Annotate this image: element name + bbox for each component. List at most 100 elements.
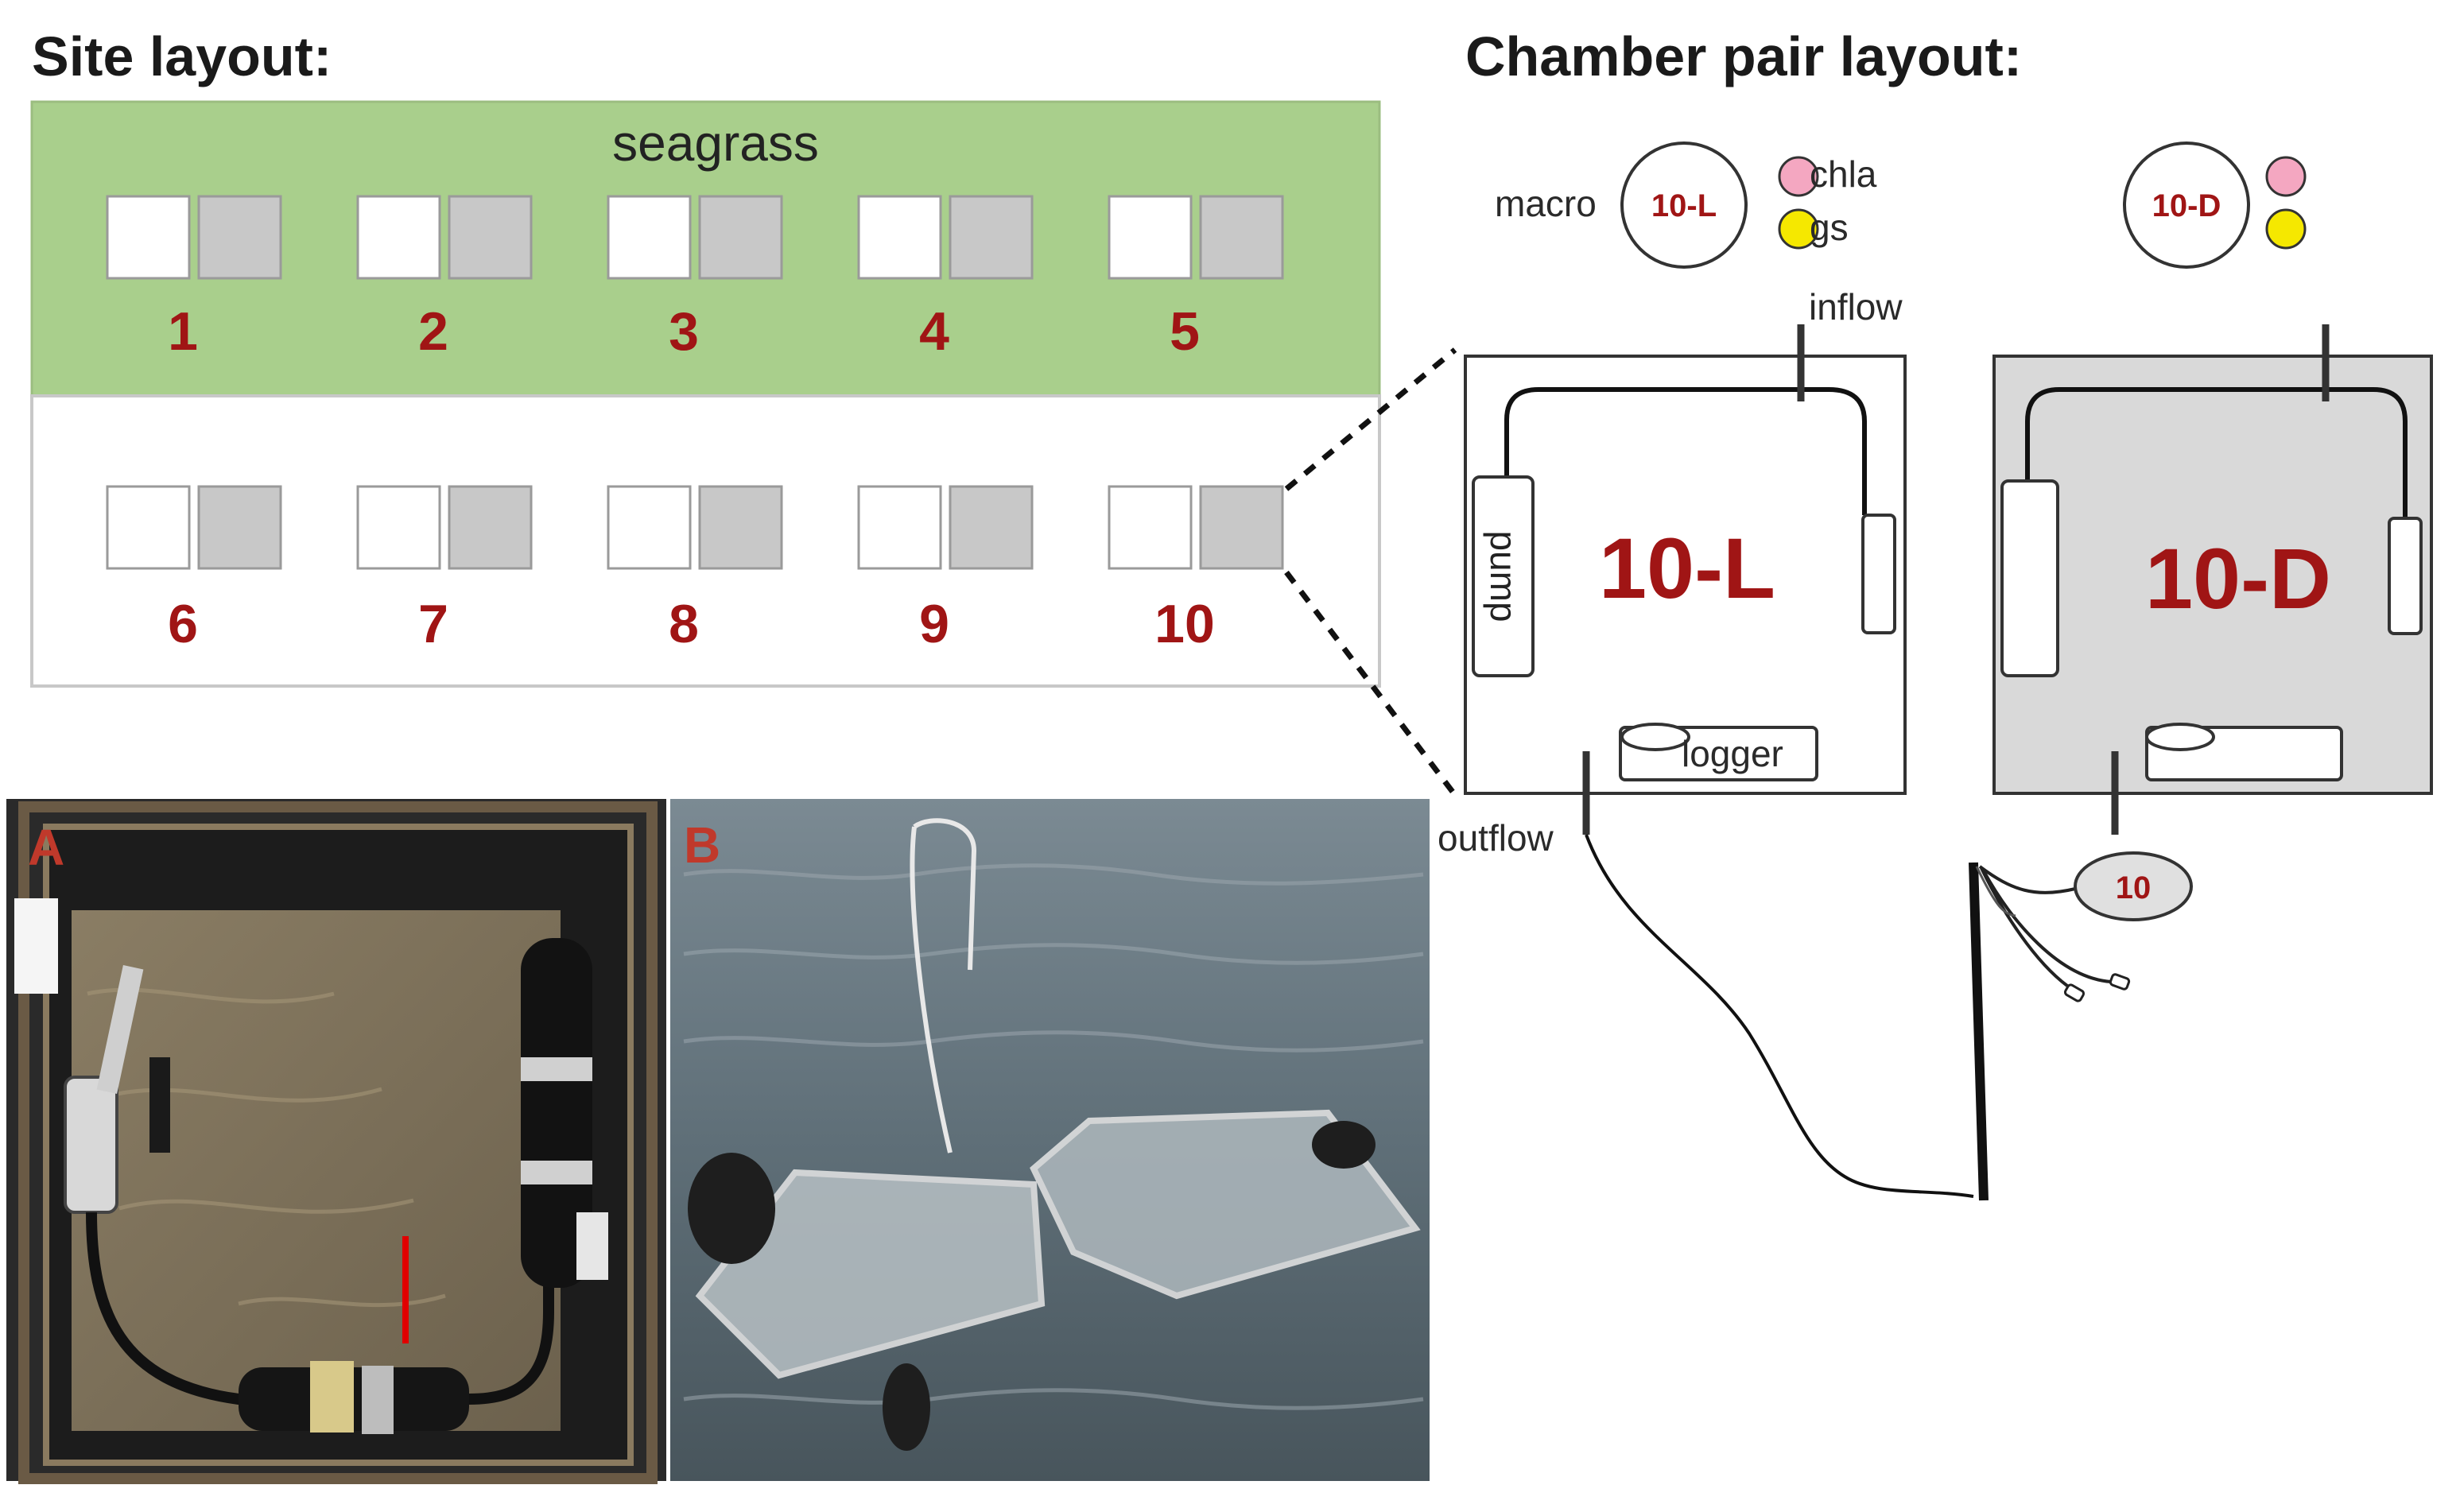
plot-number-10: 10 bbox=[1154, 594, 1215, 654]
stake bbox=[1969, 862, 1989, 1201]
photo-a: A bbox=[6, 799, 666, 1484]
stake-cable-4 bbox=[1975, 866, 2016, 917]
plot-9-dark-chamber bbox=[949, 485, 1034, 570]
chamber-dark bbox=[1992, 355, 2433, 795]
plot-number-5: 5 bbox=[1170, 301, 1200, 362]
chamber-dark-label: 10-D bbox=[2145, 530, 2331, 626]
plot-7-dark-chamber bbox=[448, 485, 533, 570]
logger-sensor-dark bbox=[2145, 723, 2215, 751]
sensor-box-light bbox=[1861, 514, 1896, 634]
plot-8-dark-chamber bbox=[698, 485, 783, 570]
plot-4-dark-chamber bbox=[949, 195, 1034, 280]
sample-circle-dark bbox=[2123, 142, 2250, 269]
photo-b: B bbox=[670, 799, 1430, 1481]
photo-a-label-card bbox=[14, 898, 58, 994]
sample-circle-light-label: 10-L bbox=[1651, 188, 1717, 223]
plot-6-dark-chamber bbox=[197, 485, 282, 570]
stake-cable-3 bbox=[1981, 869, 2112, 983]
cable-end-2 bbox=[2109, 973, 2131, 991]
photo-a-sensor-band-1 bbox=[521, 1057, 592, 1081]
logger-sensor-light bbox=[1620, 723, 1690, 751]
plot-3-dark-chamber bbox=[698, 195, 783, 280]
photo-a-valve bbox=[149, 1057, 170, 1153]
plot-8-light-chamber bbox=[607, 485, 692, 570]
photo-b-tube bbox=[910, 818, 977, 1153]
sensor-box-dark bbox=[2388, 517, 2423, 635]
plot-5-dark-chamber bbox=[1199, 195, 1284, 280]
photo-b-dark-mass-bottom bbox=[883, 1363, 930, 1451]
photo-b-waves bbox=[683, 863, 1424, 1410]
pump-box-light bbox=[1472, 475, 1535, 677]
photo-a-sensor-cap bbox=[576, 1212, 608, 1280]
pump-box-dark bbox=[2000, 479, 2059, 677]
macro-label: macro bbox=[1495, 183, 1597, 224]
chamber-light bbox=[1464, 355, 1907, 795]
logger-label: logger bbox=[1682, 733, 1783, 774]
plot-2-dark-chamber bbox=[448, 195, 533, 280]
plot-number-9: 9 bbox=[919, 594, 949, 654]
photo-b-chamber-left bbox=[695, 1169, 1046, 1379]
plot-10-dark-chamber bbox=[1199, 485, 1284, 570]
outflow-cable bbox=[1585, 834, 1974, 1198]
photo-a-frame-outer bbox=[18, 801, 658, 1484]
stake-cable-2 bbox=[1980, 867, 2069, 987]
photo-a-sensor-band-2 bbox=[521, 1161, 592, 1184]
chla-dot-light bbox=[1778, 156, 1819, 197]
plot-2-light-chamber bbox=[356, 195, 441, 280]
photo-a-sensor bbox=[521, 938, 592, 1288]
plot-3-light-chamber bbox=[607, 195, 692, 280]
seagrass-label: seagrass bbox=[612, 114, 819, 172]
site-layout: seagrass 1 2 3 4 5 6 7 8 9 10 bbox=[30, 100, 1457, 797]
photo-a-logger-label bbox=[310, 1361, 354, 1433]
photo-a-ripples bbox=[87, 987, 446, 1308]
photo-b-letter: B bbox=[684, 816, 720, 874]
tubing-light bbox=[1504, 387, 1867, 515]
plot-number-7: 7 bbox=[418, 594, 448, 654]
gs-label: gs bbox=[1810, 207, 1849, 248]
photo-a-cable-right bbox=[468, 1256, 554, 1405]
plot-pairs: 1 2 3 4 5 6 7 8 9 10 bbox=[106, 195, 1284, 654]
plot-number-2: 2 bbox=[418, 301, 448, 362]
plot-1-dark-chamber bbox=[197, 195, 282, 280]
chla-label: chla bbox=[1810, 153, 1877, 195]
outflow-label: outflow bbox=[1438, 817, 1554, 859]
inflow-label: inflow bbox=[1809, 286, 1903, 328]
photo-a-letter: A bbox=[28, 819, 64, 876]
stake-tag bbox=[2074, 851, 2193, 921]
gs-dot-dark bbox=[2265, 208, 2307, 250]
site-layout-heading: Site layout: bbox=[32, 25, 332, 87]
plot-number-8: 8 bbox=[669, 594, 699, 654]
cable-end-1 bbox=[2063, 983, 2086, 1002]
plot-6-light-chamber bbox=[106, 485, 191, 570]
gs-dot-light bbox=[1778, 208, 1819, 250]
photo-a-sediment bbox=[72, 910, 561, 1431]
tubing-dark bbox=[2025, 387, 2408, 518]
photo-a-pump bbox=[64, 1076, 118, 1214]
stake-tag-label: 10 bbox=[2116, 870, 2152, 905]
photo-b-dark-mass-right bbox=[1312, 1121, 1376, 1169]
plot-9-light-chamber bbox=[857, 485, 942, 570]
sample-circle-light bbox=[1620, 142, 1748, 269]
chamber-light-label: 10-L bbox=[1599, 520, 1775, 616]
photo-b-dark-mass-left bbox=[688, 1153, 775, 1264]
photo-a-logger-clamp bbox=[362, 1366, 394, 1434]
stake-cable-1 bbox=[1978, 865, 2076, 894]
chamber-pair-layout-heading: Chamber pair layout: bbox=[1465, 25, 2022, 87]
chamber-light-group: macro 10-L chla gs inflow pump 10-L logg… bbox=[1438, 142, 1974, 1198]
plot-number-6: 6 bbox=[168, 594, 198, 654]
plot-7-light-chamber bbox=[356, 485, 441, 570]
photo-a-cable bbox=[86, 1212, 302, 1405]
plot-number-3: 3 bbox=[669, 301, 699, 362]
zoom-line-top bbox=[1284, 347, 1457, 491]
plot-5-light-chamber bbox=[1108, 195, 1193, 280]
plot-4-light-chamber bbox=[857, 195, 942, 280]
plot-1-light-chamber bbox=[106, 195, 191, 280]
plot-number-1: 1 bbox=[168, 301, 198, 362]
pump-label: pump bbox=[1483, 530, 1524, 622]
plot-10-light-chamber bbox=[1108, 485, 1193, 570]
chamber-dark-group: 10-D 10-D 10 bbox=[1969, 142, 2433, 1201]
sample-circle-dark-label: 10-D bbox=[2152, 188, 2221, 223]
plot-number-4: 4 bbox=[919, 301, 949, 362]
chla-dot-dark bbox=[2265, 156, 2307, 197]
